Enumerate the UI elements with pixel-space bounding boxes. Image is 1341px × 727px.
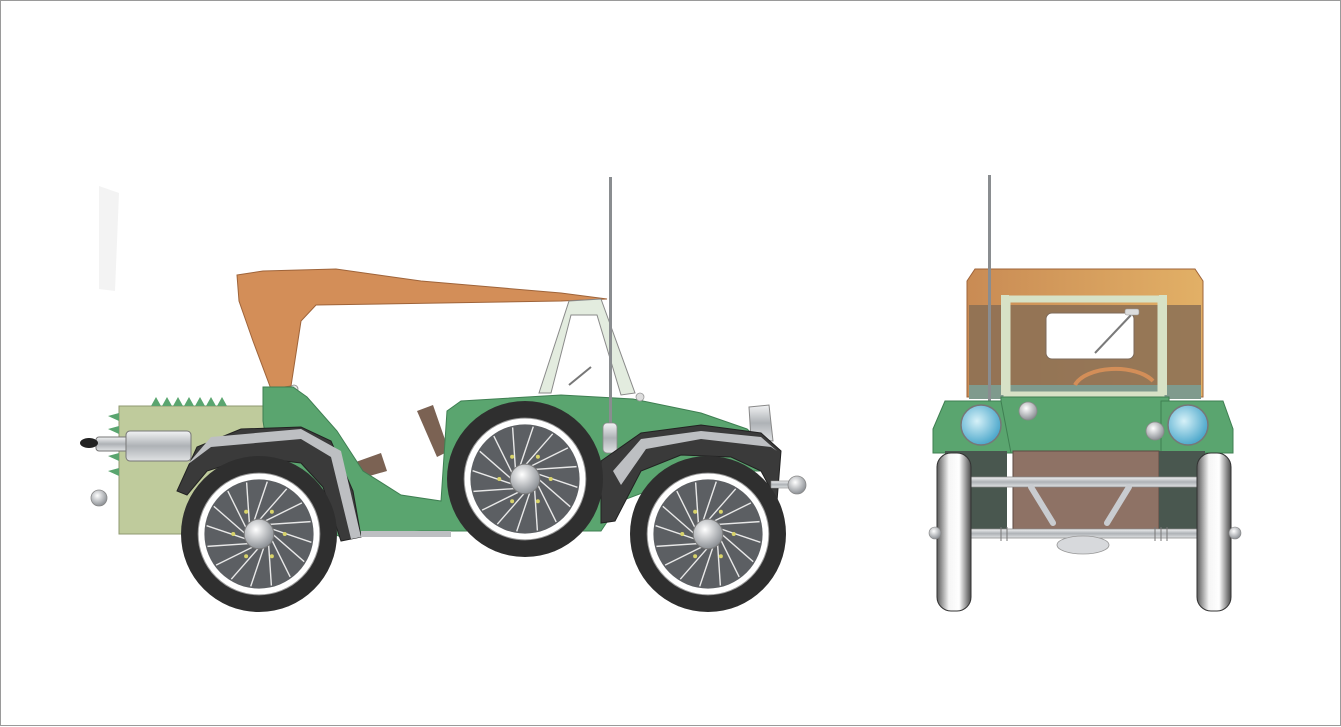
trunk-serration-teeth bbox=[108, 397, 227, 476]
lug-nut bbox=[244, 554, 249, 559]
lug-nut bbox=[282, 532, 287, 536]
front-fender-trim bbox=[613, 431, 777, 485]
steering-wheel-arc bbox=[1073, 366, 1155, 387]
lug-nut bbox=[548, 477, 553, 481]
lug-nut bbox=[693, 554, 698, 559]
front-hub-left bbox=[928, 526, 942, 540]
seat-backrest bbox=[417, 405, 449, 457]
front-bumper-bar bbox=[940, 476, 1222, 488]
lug-nut bbox=[718, 509, 723, 514]
front-hub-right bbox=[1228, 526, 1242, 540]
front-headlamp-right bbox=[1167, 404, 1209, 446]
antenna-mast bbox=[609, 177, 612, 427]
lug-nut bbox=[510, 454, 515, 459]
exhaust-pipe bbox=[80, 430, 192, 462]
lug-nut bbox=[535, 499, 540, 504]
front-headlamp-left bbox=[960, 404, 1002, 446]
lug-nut bbox=[510, 499, 515, 504]
rear-window bbox=[1045, 312, 1135, 360]
spare-wheel bbox=[447, 401, 603, 557]
front-bumper-knob bbox=[787, 475, 807, 495]
bumper-strut-right bbox=[1104, 484, 1132, 526]
bumper-strut-left bbox=[1028, 484, 1056, 526]
front-left-post bbox=[1001, 295, 1009, 395]
lug-nut bbox=[535, 454, 540, 459]
lug-nut bbox=[244, 509, 249, 514]
antenna-base bbox=[602, 422, 618, 454]
front-tire-left bbox=[936, 452, 972, 612]
axle-spring-marks bbox=[1000, 527, 1168, 541]
wiper-arm bbox=[1094, 314, 1132, 354]
differential-housing bbox=[1056, 535, 1110, 555]
soft-top-canopy bbox=[236, 268, 608, 390]
front-tire-right bbox=[1196, 452, 1232, 612]
front-fender bbox=[600, 424, 782, 524]
front-emblem-left bbox=[1018, 401, 1038, 421]
lug-nut bbox=[269, 554, 274, 559]
rear-wheel bbox=[181, 456, 337, 612]
lug-nut bbox=[231, 532, 236, 536]
side-lamp-bulb bbox=[635, 392, 645, 402]
side-view-car bbox=[80, 177, 807, 612]
front-grille bbox=[1012, 450, 1160, 532]
front-view-car bbox=[928, 175, 1242, 612]
front-wheel bbox=[630, 456, 786, 612]
lug-nut bbox=[269, 509, 274, 514]
wiper-pivot bbox=[1124, 308, 1140, 316]
lug-nut bbox=[731, 532, 736, 536]
windshield-frame bbox=[538, 298, 636, 396]
faint-shadow-shape bbox=[99, 186, 119, 291]
hub-cap bbox=[243, 518, 275, 550]
front-antenna-mast bbox=[988, 175, 991, 411]
lug-nut bbox=[718, 554, 723, 559]
hub-cap bbox=[509, 463, 541, 495]
hub-cap bbox=[692, 518, 724, 550]
lug-nut bbox=[680, 532, 685, 536]
front-emblem-right bbox=[1145, 421, 1165, 441]
front-right-post bbox=[1159, 295, 1167, 395]
rear-tow-ball bbox=[90, 489, 108, 507]
lug-nut bbox=[693, 509, 698, 514]
lug-nut bbox=[497, 477, 502, 481]
running-board bbox=[361, 531, 451, 537]
